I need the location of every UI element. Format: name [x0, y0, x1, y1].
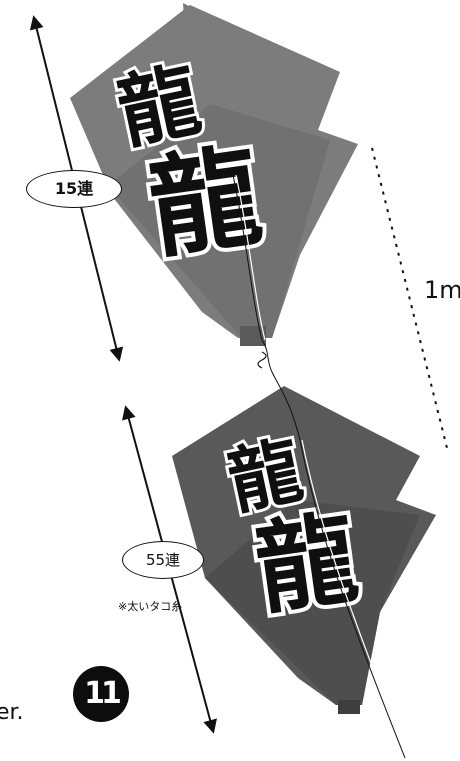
lower-kite-overlap [205, 500, 420, 705]
kite-string-inner [235, 174, 408, 759]
distance-label: 1m [424, 276, 460, 304]
lower-char-front: 龍 [249, 499, 364, 629]
step-number-badge: 11 [73, 666, 129, 722]
kite-string [232, 174, 406, 759]
lower-kite-calligraphy: 龍 龍 [218, 425, 368, 633]
lower-kite-group [172, 386, 436, 714]
string-knot [257, 351, 267, 369]
lower-kite-tail-tab [338, 700, 360, 714]
upper-kite-group [70, 3, 358, 346]
cut-off-text: er. [0, 700, 24, 725]
lower-kite-count-label: 55連 [122, 541, 204, 579]
upper-char-back: 龍 [110, 53, 208, 161]
upper-kite-overlap [108, 104, 330, 338]
upper-kite-count-label: 15連 [26, 170, 122, 208]
lower-string-note: ※太いタコ糸 [118, 600, 183, 613]
distance-dotted-line [371, 147, 449, 453]
